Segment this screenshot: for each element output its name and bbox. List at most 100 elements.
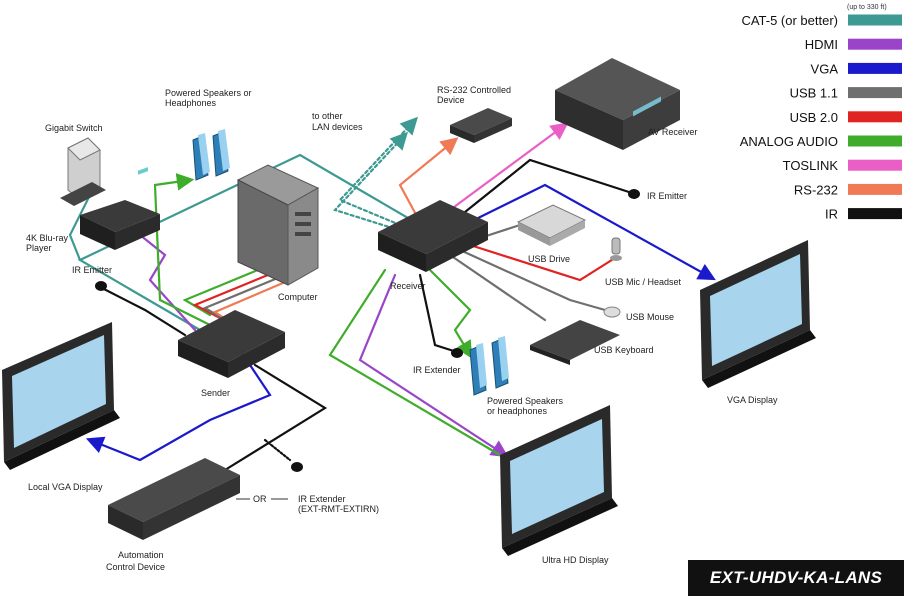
label-sender: Sender [201,388,230,398]
legend: (up to 330 ft) CAT-5 (or better) HDMI VGA U… [740,4,902,222]
label-bluray-1: 4K Blu-ray [26,233,69,243]
ir-emitter-left [95,281,107,291]
legend-row: CAT-5 (or better) [741,13,902,28]
legend-row: TOSLINK [783,158,902,173]
label-or: OR [253,494,267,504]
ir-sender-to-automation [223,363,328,472]
usb-mic [610,237,622,261]
label-usb-mouse: USB Mouse [626,312,674,322]
legend-row: IR [825,207,902,222]
legend-row: VGA [811,61,902,76]
label-av-receiver: AV Receiver [648,127,697,137]
toslink-receiver-to-av [448,122,569,212]
label-ir-ext-2: (EXT-RMT-EXTIRN) [298,504,379,514]
legend-label: USB 1.1 [790,86,838,101]
rs232-receiver-to-device [398,137,459,224]
cat5-switch-link [68,193,92,262]
legend-swatch [848,14,902,26]
label-usb-drive: USB Drive [528,254,570,264]
label-ultra-hd: Ultra HD Display [542,555,609,565]
legend-label: CAT-5 (or better) [741,13,838,28]
legend-row: RS-232 [794,182,902,197]
speakers-top [192,129,230,181]
ir-emitter-right [628,189,640,199]
label-computer: Computer [278,292,318,302]
legend-label: ANALOG AUDIO [740,134,838,149]
label-automation-2: Control Device [106,562,165,572]
legend-row: USB 1.1 [790,86,902,101]
vga-display [700,240,816,388]
label-rs232-1: RS-232 Controlled [437,85,511,95]
cables [68,116,716,472]
ir-emitter-to-sender [98,285,187,337]
legend-note: (up to 330 ft) [847,4,887,11]
audio-sender-to-speakers [153,173,212,327]
legend-row: HDMI [805,37,902,52]
ultra-hd-display [500,405,618,556]
label-automation-1: Automation [118,550,164,560]
legend-swatch [848,87,902,99]
label-ir-emitter-left: IR Emitter [72,265,112,275]
gigabit-switch [60,137,106,206]
cat5-sender-to-receiver [77,153,422,332]
legend-label: VGA [811,61,839,76]
usb2-computer-to-sender [192,268,282,320]
cat5-lan-2 [333,131,409,234]
label-vga-display: VGA Display [727,395,778,405]
legend-label: RS-232 [794,182,838,197]
ir-receiver-to-emitter [463,158,634,214]
automation-device [108,458,240,540]
label-ir-emitter-right: IR Emitter [647,191,687,201]
ir-extender-right [451,348,463,358]
label-ir-ext-1: IR Extender [298,494,346,504]
legend-swatch [848,159,902,171]
label-receiver: Receiver [390,281,426,291]
legend-swatch [848,62,902,74]
vga-sender-to-local [85,348,272,462]
label-gigabit-switch: Gigabit Switch [45,123,103,133]
vga-receiver-to-display [468,183,716,281]
usb1-receiver-to-keyboard [448,253,547,322]
sender-unit [178,310,285,378]
label-usb-mic: USB Mic / Headset [605,277,682,287]
local-vga-display [2,322,120,470]
usb-mouse [603,306,621,318]
label-lan-1: to other [312,111,343,121]
label-speakers-top-2: Headphones [165,98,217,108]
label-lan-2: LAN devices [312,122,363,132]
device-labels: Gigabit Switch Powered Speakers or Headp… [26,85,778,572]
receiver-unit [378,200,488,272]
usb1-receiver-to-mic [468,243,617,282]
label-bluray-2: Player [26,243,52,253]
label-speakers-top-1: Powered Speakers or [165,88,252,98]
label-rs232-2: Device [437,95,465,105]
rs232-device [450,108,512,143]
legend-label: TOSLINK [783,158,839,173]
bluray-player [80,167,160,250]
legend-label: USB 2.0 [790,110,838,125]
label-speakers-bottom-1: Powered Speakers [487,396,564,406]
legend-swatch [848,208,902,220]
label-speakers-bottom-2: or headphones [487,406,548,416]
ir-dashed-extender [263,438,292,462]
audio-computer-to-sender [182,263,272,317]
legend-swatch [848,38,902,50]
hdmi-bluray-to-sender [138,233,197,332]
label-local-vga: Local VGA Display [28,482,103,492]
usb-drive [516,204,587,246]
usb1-computer-to-sender [202,273,287,322]
usb1-receiver-to-mouse [458,248,607,312]
legend-swatch [848,183,902,195]
label-usb-keyboard: USB Keyboard [594,345,654,355]
ir-receiver-to-extender [418,273,462,355]
label-ir-extender: IR Extender [413,365,461,375]
ir-extender-left [291,462,303,472]
legend-label: HDMI [805,37,838,52]
model-name-banner: EXT-UHDV-KA-LANS [688,560,904,596]
hdmi-receiver-to-uhd [358,273,509,458]
speakers-bottom [469,336,509,396]
audio-receiver-to-uhd [328,268,502,457]
legend-label: IR [825,207,838,222]
